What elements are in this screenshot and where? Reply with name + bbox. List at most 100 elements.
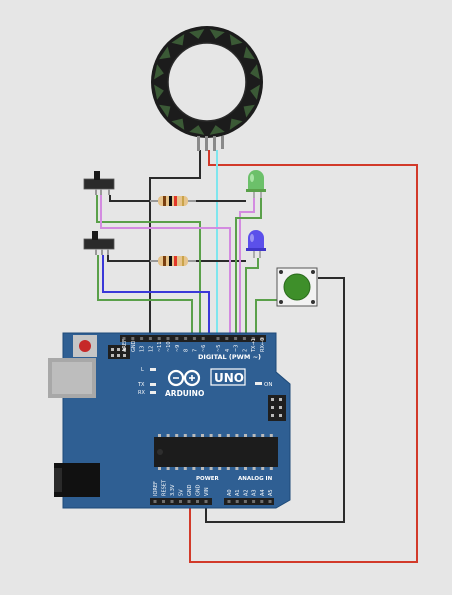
- ring-pixel: [189, 29, 205, 39]
- wire-black-ring-gnd[interactable]: [149, 150, 201, 338]
- wire-green-led1[interactable]: [235, 198, 262, 338]
- wire-green-sw2[interactable]: [97, 255, 193, 338]
- pin-label: A1: [235, 489, 241, 496]
- icsp2-header: [268, 395, 286, 421]
- wire-green-sw1[interactable]: [96, 195, 201, 338]
- model-box: [210, 368, 246, 386]
- pin-label: TX→1: [251, 338, 257, 353]
- header-pin[interactable]: [235, 500, 239, 503]
- ring-pixel: [154, 84, 164, 100]
- header-pin[interactable]: [166, 337, 170, 340]
- model-text: UNO: [214, 371, 244, 385]
- wire-violet-sw1[interactable]: [100, 195, 231, 338]
- ring-pixel: [250, 64, 260, 80]
- header-pin[interactable]: [131, 337, 135, 340]
- header-pin[interactable]: [252, 500, 256, 503]
- pin-label: 7: [192, 349, 198, 352]
- power-label: POWER: [196, 476, 220, 482]
- pin-label: 13: [140, 346, 146, 352]
- ring-pixel: [171, 34, 185, 46]
- digital-label: DIGITAL (PWM ~): [198, 353, 261, 361]
- led-green[interactable]: [246, 170, 266, 198]
- svg-text:L: L: [141, 367, 144, 373]
- header-pin[interactable]: [201, 337, 205, 340]
- pin-label: 4: [225, 349, 231, 352]
- pin-label: ~3: [234, 345, 240, 352]
- wire-red-power[interactable]: [189, 150, 418, 563]
- pin-label: GND: [187, 484, 193, 496]
- svg-text:RX: RX: [138, 390, 145, 396]
- wire-violet-led1[interactable]: [239, 198, 255, 338]
- neopixel-ring[interactable]: [151, 26, 263, 151]
- wire-blue-sw2[interactable]: [102, 255, 210, 338]
- ring-pixel: [250, 84, 260, 100]
- pin-label: ~11: [157, 341, 163, 352]
- ring-pixel: [209, 29, 225, 39]
- ring-pixel: [159, 46, 171, 60]
- header-pin[interactable]: [162, 500, 165, 503]
- header-pin[interactable]: [234, 337, 238, 340]
- header-pin[interactable]: [242, 337, 246, 340]
- header-pin[interactable]: [175, 337, 179, 340]
- ring-pixel: [243, 46, 255, 60]
- pin-label: IOREF: [153, 481, 159, 496]
- header-pin[interactable]: [148, 337, 152, 340]
- ring-pixel: [229, 34, 243, 46]
- header-pin[interactable]: [153, 500, 157, 503]
- header-pin[interactable]: [187, 500, 191, 503]
- ring-pixel: [159, 104, 171, 118]
- wire-black-button-gnd[interactable]: [205, 277, 345, 523]
- ring-pixel: [243, 104, 255, 118]
- header-pin[interactable]: [225, 337, 229, 340]
- pin-label: 2: [242, 349, 248, 352]
- wire-black-sw1-res1[interactable]: [109, 195, 150, 202]
- header-pin[interactable]: [251, 337, 255, 340]
- wire-green-button[interactable]: [255, 299, 278, 338]
- header-pin[interactable]: [170, 500, 174, 503]
- pin-label: 8: [184, 349, 190, 352]
- resistor-1[interactable]: [150, 196, 196, 206]
- pin-label: ~5: [216, 345, 222, 352]
- slide-switch-2[interactable]: [83, 231, 115, 255]
- header-pin[interactable]: [243, 500, 247, 503]
- digital-header[interactable]: [120, 335, 266, 342]
- header-pin[interactable]: [268, 500, 272, 503]
- microcontroller-chip: [154, 434, 278, 470]
- arduino-logo: ARDUINO: [165, 369, 204, 398]
- svg-text:TX: TX: [137, 382, 145, 388]
- pin-label: AREF: [122, 339, 128, 352]
- resistor-2[interactable]: [150, 256, 196, 266]
- header-pin[interactable]: [184, 337, 188, 340]
- brand-text: ARDUINO: [165, 389, 204, 398]
- header-pin[interactable]: [227, 500, 231, 503]
- slide-switch-1[interactable]: [83, 171, 115, 195]
- header-pin[interactable]: [179, 500, 182, 503]
- header-pin[interactable]: [140, 337, 144, 340]
- header-pin[interactable]: [157, 337, 161, 340]
- header-pin[interactable]: [122, 337, 126, 340]
- led-blue[interactable]: [246, 230, 266, 258]
- analog-label: ANALOG IN: [238, 476, 273, 482]
- ring-pixel: [229, 118, 243, 130]
- icsp-header: [108, 345, 130, 359]
- power-header[interactable]: [150, 498, 212, 505]
- header-pin[interactable]: [216, 337, 220, 340]
- wire-black-sw2-res2[interactable]: [107, 255, 150, 262]
- header-pin[interactable]: [260, 500, 264, 503]
- pushbutton[interactable]: [276, 267, 318, 307]
- analog-header[interactable]: [224, 498, 274, 505]
- pin-label: 3.3V: [170, 484, 176, 496]
- header-pin[interactable]: [260, 337, 264, 340]
- header-pin[interactable]: [192, 337, 196, 340]
- status-leds: L TX RX ON: [137, 367, 272, 396]
- pin-label: 12: [148, 346, 154, 352]
- pin-label: A5: [268, 489, 274, 496]
- wire-green-led2[interactable]: [245, 258, 259, 338]
- header-pin[interactable]: [196, 500, 199, 503]
- pin-label: VIN: [204, 487, 210, 496]
- header-pin[interactable]: [204, 500, 208, 503]
- pin-label: GND: [131, 340, 137, 352]
